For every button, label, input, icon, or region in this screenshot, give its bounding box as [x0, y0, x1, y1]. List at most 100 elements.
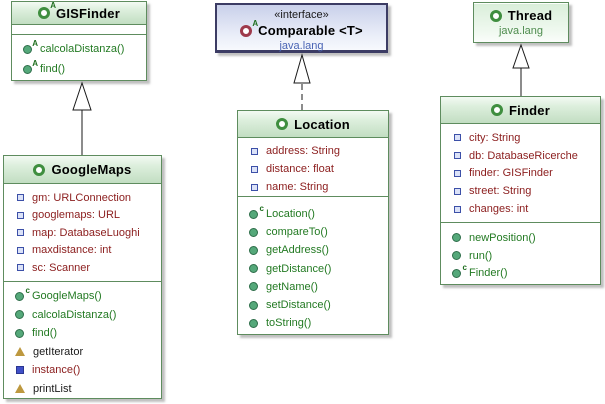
field-row[interactable]: gm: URLConnection: [4, 189, 161, 207]
field-row[interactable]: googlemaps: URL: [4, 207, 161, 225]
field-icon: [454, 187, 461, 195]
method-row[interactable]: A calcolaDistanza(): [12, 39, 146, 59]
interface-box-comparable[interactable]: «interface» A Comparable <T> java.lang: [215, 3, 388, 53]
field-label: maxdistance: int: [32, 244, 112, 257]
class-header-location[interactable]: Location: [238, 111, 388, 138]
method-label: instance(): [32, 364, 81, 377]
property-triangle-icon: [15, 384, 25, 394]
field-icon: [17, 246, 24, 254]
method-row[interactable]: getAddress(): [238, 241, 388, 259]
field-label: city: String: [469, 131, 521, 144]
field-icon: [251, 147, 258, 155]
class-box-gisfinder[interactable]: A GISFinder A calcolaDistanza() A find(): [11, 1, 147, 81]
method-row[interactable]: setDistance(): [238, 296, 388, 314]
constructor-row[interactable]: c Location(): [238, 204, 388, 223]
field-icon: [251, 183, 258, 191]
method-icon: [249, 245, 258, 255]
class-box-finder[interactable]: Finder city: String db: DatabaseRicerche…: [440, 96, 601, 285]
field-label: finder: GISFinder: [469, 167, 553, 180]
fields-compartment: gm: URLConnection googlemaps: URL map: D…: [4, 184, 161, 282]
methods-compartment: c GoogleMaps() calcolaDistanza() find() …: [4, 282, 161, 398]
method-label: find(): [40, 63, 66, 75]
package-label: java.lang: [279, 40, 324, 52]
property-row[interactable]: printList: [4, 380, 161, 399]
field-label: address: String: [266, 145, 340, 157]
method-label: Location(): [266, 208, 315, 221]
method-row[interactable]: newPosition(): [441, 229, 600, 247]
implements-arrow-location-comparable[interactable]: [290, 53, 314, 110]
method-label: compareTo(): [266, 226, 328, 239]
method-label: getName(): [266, 280, 318, 293]
fields-compartment: address: String distance: float name: St…: [238, 138, 388, 197]
extends-arrow-finder-thread[interactable]: [509, 43, 533, 96]
method-label: setDistance(): [266, 299, 331, 312]
constructor-icon: c: [452, 263, 467, 278]
class-header-googlemaps[interactable]: GoogleMaps: [4, 156, 161, 184]
class-box-googlemaps[interactable]: GoogleMaps gm: URLConnection googlemaps:…: [3, 155, 162, 399]
class-header-gisfinder[interactable]: A GISFinder: [12, 2, 146, 25]
property-triangle-icon: [15, 347, 25, 357]
property-row[interactable]: getIterator: [4, 343, 161, 362]
field-icon: [17, 194, 24, 202]
method-icon: [249, 300, 258, 310]
method-label: calcolaDistanza(): [40, 43, 125, 55]
class-icon: [33, 163, 46, 176]
stereotype-label: «interface»: [274, 9, 329, 21]
field-label: street: String: [469, 185, 532, 198]
method-icon: [249, 318, 258, 328]
field-row[interactable]: distance: float: [238, 160, 388, 178]
method-row[interactable]: run(): [441, 247, 600, 265]
method-label: getAddress(): [266, 244, 329, 257]
method-icon: [249, 227, 258, 237]
field-label: name: String: [266, 181, 329, 193]
static-method-icon: [16, 366, 24, 375]
field-row[interactable]: map: DatabaseLuoghi: [4, 224, 161, 242]
method-label: Finder(): [469, 267, 508, 280]
property-label: getIterator: [33, 345, 84, 358]
field-row[interactable]: city: String: [441, 129, 600, 147]
method-row[interactable]: find(): [4, 324, 161, 343]
field-row[interactable]: changes: int: [441, 200, 600, 218]
method-icon: [452, 251, 461, 261]
class-title: Finder: [509, 102, 550, 118]
methods-compartment: c Location() compareTo() getAddress() ge…: [238, 197, 388, 332]
method-icon: [249, 264, 258, 274]
field-row[interactable]: sc: Scanner: [4, 259, 161, 277]
method-row[interactable]: getName(): [238, 278, 388, 296]
class-icon: [276, 118, 289, 130]
field-row[interactable]: maxdistance: int: [4, 242, 161, 260]
field-label: sc: Scanner: [32, 261, 91, 274]
constructor-row[interactable]: c GoogleMaps(): [4, 286, 161, 306]
method-icon: [15, 310, 24, 320]
method-label: newPosition(): [469, 231, 536, 244]
field-row[interactable]: finder: GISFinder: [441, 165, 600, 183]
method-row[interactable]: calcolaDistanza(): [4, 306, 161, 325]
field-row[interactable]: db: DatabaseRicerche: [441, 147, 600, 165]
class-box-location[interactable]: Location address: String distance: float…: [237, 110, 389, 335]
method-row[interactable]: toString(): [238, 314, 388, 332]
interface-title: Comparable <T>: [258, 23, 363, 38]
field-row[interactable]: street: String: [441, 182, 600, 200]
package-label: java.lang: [498, 25, 544, 37]
interface-icon: A: [240, 19, 258, 37]
method-label: calcolaDistanza(): [32, 308, 117, 321]
field-label: googlemaps: URL: [32, 209, 121, 222]
method-row[interactable]: A find(): [12, 59, 146, 79]
abstract-class-icon: A: [38, 2, 56, 19]
method-icon: [249, 282, 258, 292]
class-title: Location: [294, 116, 350, 132]
field-row[interactable]: address: String: [238, 142, 388, 160]
constructor-icon: c: [249, 204, 264, 219]
constructor-row[interactable]: c Finder(): [441, 263, 600, 282]
property-label: printList: [33, 382, 72, 395]
method-row[interactable]: compareTo(): [238, 223, 388, 241]
static-method-row[interactable]: instance(): [4, 361, 161, 380]
class-icon: [491, 104, 504, 116]
class-box-thread[interactable]: Thread java.lang: [473, 2, 569, 43]
field-icon: [454, 205, 461, 213]
class-header-finder[interactable]: Finder: [441, 97, 600, 124]
method-row[interactable]: getDistance(): [238, 260, 388, 278]
field-row[interactable]: name: String: [238, 178, 388, 196]
extends-arrow-googlemaps-gisfinder[interactable]: [70, 81, 94, 155]
